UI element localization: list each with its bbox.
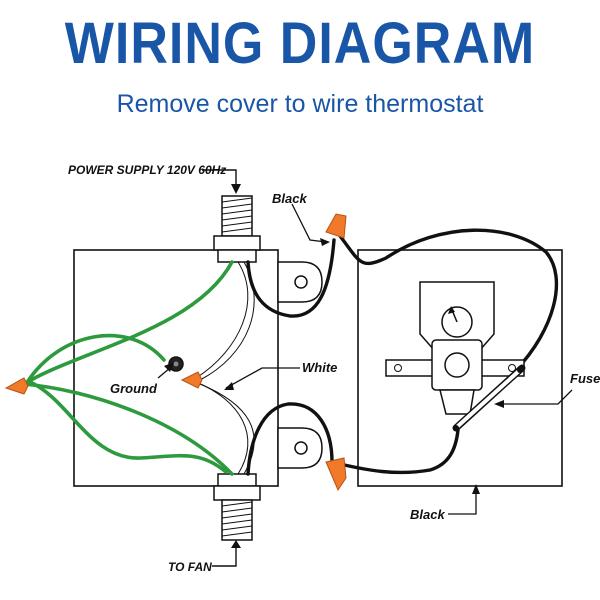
fuse [452, 364, 526, 432]
power-supply-label: POWER SUPPLY 120V 60Hz [68, 163, 226, 177]
mounting-tab-bottom [277, 427, 323, 469]
white-wire-label: White [302, 360, 337, 375]
to-fan-label: TO FAN [168, 560, 212, 574]
thermostat-body [385, 281, 525, 415]
white-wires [195, 261, 255, 475]
diagram-subtitle: Remove cover to wire thermostat [116, 90, 484, 118]
thermostat-dial [441, 306, 473, 338]
top-conduit-connector [213, 195, 261, 263]
black-wire-label-bottom: Black [410, 507, 445, 522]
green-ground-wires [22, 260, 234, 476]
label-leaders [157, 203, 573, 515]
power-supply-arrow [202, 169, 241, 194]
wire-nut-black-top [325, 213, 347, 239]
wire-nut-ground [4, 377, 29, 395]
ground-label: Ground [110, 381, 158, 396]
black-wire-label-top: Black [272, 191, 307, 206]
wire-nut-white [180, 371, 203, 389]
left-junction-box [73, 249, 279, 487]
diagram-title: WIRING DIAGRAM [64, 11, 536, 77]
fuse-label: Fuse [570, 371, 600, 386]
bottom-conduit-connector [213, 473, 261, 541]
black-wires [246, 228, 559, 476]
mounting-tab-top [277, 261, 323, 303]
to-fan-arrow [212, 540, 241, 567]
wire-nut-black-bottom [325, 457, 347, 492]
